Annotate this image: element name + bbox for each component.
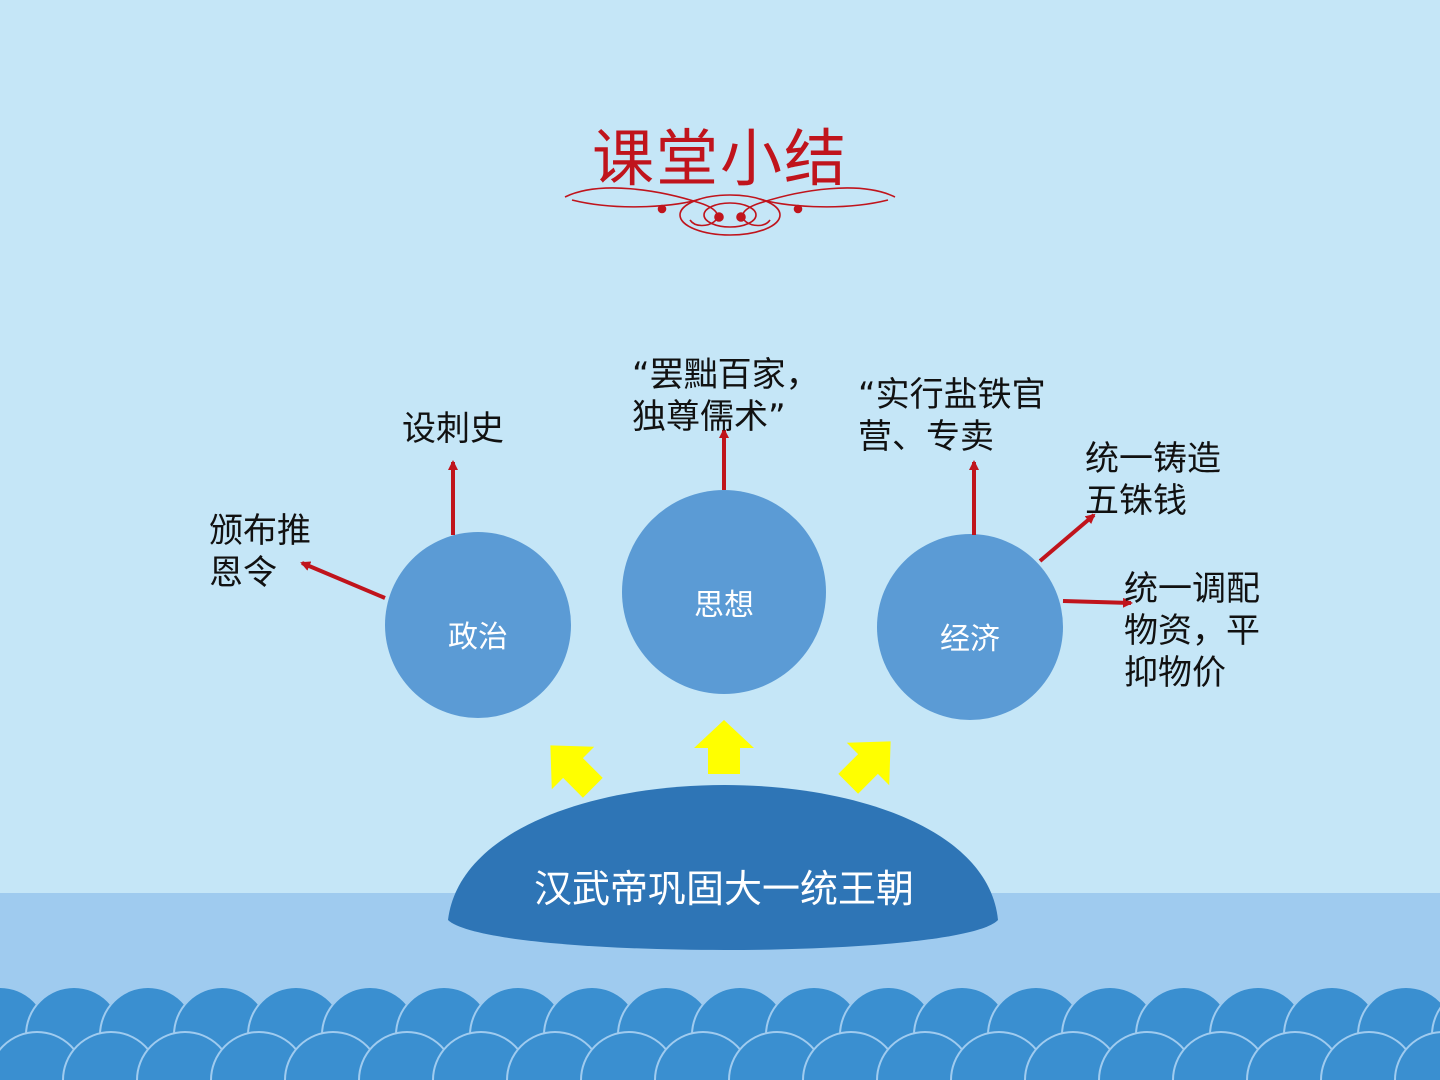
title-flourish	[564, 187, 896, 236]
leaf-salt-iron: “实行盐铁官 营、专卖	[858, 375, 1046, 457]
up-arrow-center	[694, 720, 754, 774]
wave-scallop	[432, 1031, 530, 1080]
leaf-confucian: “罢黜百家， 独尊儒术”	[632, 355, 820, 437]
politics-label: 政治	[448, 620, 508, 655]
wave-scallop	[1246, 1031, 1344, 1080]
arrow-to-decree	[300, 561, 386, 600]
wave-scallop	[1320, 1031, 1418, 1080]
up-arrow-right	[838, 741, 891, 794]
thought-circle	[622, 490, 826, 694]
wave-scallop	[284, 1031, 382, 1080]
wave-scallop	[876, 1031, 974, 1080]
up-arrow-left	[550, 745, 603, 798]
wave-scallop	[1172, 1031, 1270, 1080]
economy-circle	[877, 534, 1063, 720]
wave-scallop	[802, 1031, 900, 1080]
dome-label: 汉武帝巩固大一统王朝	[533, 867, 914, 911]
wave-scallop	[950, 1031, 1048, 1080]
dome-base	[448, 785, 998, 950]
wave-scallop	[580, 1031, 678, 1080]
leaf-inspector: 设刺史	[402, 409, 504, 449]
leaf-decree: 颁布推 恩令	[209, 511, 311, 593]
arrow-to-coinage	[1038, 513, 1096, 563]
page-title: 课堂小结	[591, 122, 848, 195]
politics-circle	[385, 532, 571, 718]
wave-scallop	[728, 1031, 826, 1080]
leaf-allocation: 统一调配 物资，平 抑物价	[1124, 569, 1260, 693]
wave-scallop	[1024, 1031, 1122, 1080]
wave-scallop	[62, 1031, 160, 1080]
wave-scallop	[210, 1031, 308, 1080]
economy-label: 经济	[940, 622, 1000, 657]
wave-scallop	[506, 1031, 604, 1080]
wave-pattern	[0, 986, 1440, 1080]
wave-scallop	[1394, 1031, 1440, 1080]
thought-label: 思想	[694, 588, 754, 623]
leaf-coinage: 统一铸造 五铢钱	[1085, 439, 1221, 521]
wave-scallop	[654, 1031, 752, 1080]
arrow-to-allocation	[1062, 597, 1133, 608]
wave-scallop	[1098, 1031, 1196, 1080]
wave-scallop	[358, 1031, 456, 1080]
wave-scallop	[136, 1031, 234, 1080]
